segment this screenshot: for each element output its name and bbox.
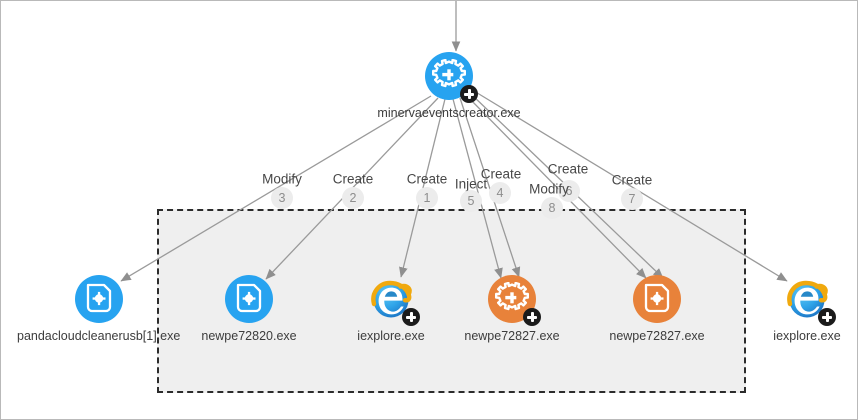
node-label: newpe72827.exe	[609, 329, 705, 343]
edge-e6	[466, 95, 647, 279]
edge-sequence-badge: 3	[271, 187, 293, 209]
plus-badge-icon	[523, 308, 541, 326]
edge-action-label: Create	[547, 161, 589, 177]
gear-plus-icon	[425, 52, 478, 103]
plus-badge-icon	[460, 85, 478, 103]
internet-explorer-icon	[783, 275, 836, 326]
edge-action-label: Inject	[454, 176, 488, 192]
document-gear-icon	[633, 275, 681, 323]
node-label: newpe72820.exe	[201, 329, 297, 343]
gear-plus-icon	[488, 275, 541, 326]
plus-badge-icon	[402, 308, 420, 326]
edge-action-label: Create	[332, 171, 374, 187]
edge-action-label: Create	[480, 166, 522, 182]
edge-action-label: Create	[611, 172, 653, 188]
edge-action-label: Create	[406, 171, 448, 187]
edge-sequence-badge: 5	[460, 190, 482, 212]
edge-sequence-badge: 6	[558, 180, 580, 202]
plus-badge-icon	[818, 308, 836, 326]
node-label: minervaeventscreator.exe	[377, 106, 521, 120]
node-label: pandacloudcleanerusb[1].exe	[17, 329, 181, 343]
document-gear-icon	[225, 275, 273, 323]
node-label: iexplore.exe	[357, 329, 425, 343]
edge-sequence-badge: 8	[541, 197, 563, 219]
node-label: iexplore.exe	[773, 329, 841, 343]
edge-action-label: Modify	[529, 181, 569, 197]
edge-action-label: Modify	[262, 171, 302, 187]
document-gear-icon	[75, 275, 123, 323]
edge-e5	[452, 98, 503, 279]
node-label: newpe72827.exe	[464, 329, 560, 343]
edge-sequence-badge: 4	[489, 182, 511, 204]
edge-sequence-badge: 7	[621, 188, 643, 210]
edge-e7	[473, 90, 788, 282]
edge-sequence-badge: 2	[342, 187, 364, 209]
internet-explorer-icon	[367, 275, 420, 326]
edge-sequence-badge: 1	[416, 187, 438, 209]
